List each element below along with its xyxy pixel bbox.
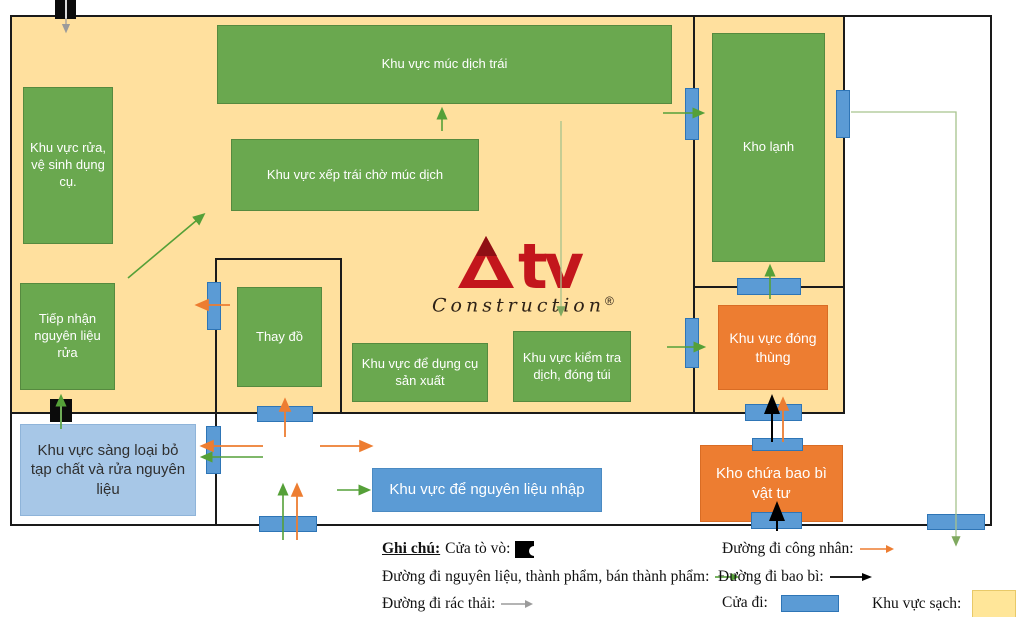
door: [685, 318, 699, 368]
door: [257, 406, 313, 422]
door: [259, 516, 317, 532]
zone-tiep-nhan: Tiếp nhận nguyên liệu rửa: [20, 283, 115, 390]
door: [206, 426, 221, 474]
zone-kiem-tra: Khu vực kiểm tra dịch, đóng túi: [513, 331, 631, 402]
arch-door: [55, 0, 76, 19]
zone-dung-cu: Khu vực để dụng cụ sản xuất: [352, 343, 488, 402]
door: [927, 514, 985, 530]
zone-rua-ve-sinh: Khu vực rửa, vệ sinh dụng cụ.: [23, 87, 113, 244]
zone-label: Kho lạnh: [742, 139, 795, 155]
logo-subtext: Construction: [432, 294, 605, 317]
legend-label: Khu vực sạch:: [872, 595, 962, 612]
zone-label: Khu vực để nguyên liệu nhập: [389, 481, 585, 499]
zone-label: Khu vực sàng loại bỏ tạp chất và rửa ngu…: [30, 441, 186, 498]
legend-label: Đường đi nguyên liệu, thành phẩm, bán th…: [382, 568, 710, 585]
door: [751, 512, 802, 529]
clean-area-swatch: [972, 590, 1017, 617]
arch-door-swatch: [515, 540, 535, 558]
legend-cua-di: Cửa đi:: [722, 594, 839, 612]
wall: [693, 15, 695, 413]
zone-label: Kho chứa bao bì vật tư: [716, 465, 827, 502]
zone-muc-dich-trai: Khu vực múc dịch trái: [217, 25, 672, 104]
zone-label: Khu vực đóng thùng: [729, 330, 817, 365]
legend-label: Đường đi rác thải:: [382, 595, 496, 612]
zone-label: Khu vực múc dịch trái: [381, 56, 508, 72]
worker-arrow-sample: [859, 545, 894, 553]
atv-logo: tv Construction®: [432, 230, 614, 317]
zone-kho-lanh: Kho lạnh: [712, 33, 825, 262]
zone-label: Khu vực kiểm tra dịch, đóng túi: [522, 349, 622, 382]
legend-label: Cửa tò vò:: [445, 540, 511, 557]
zone-label: Khu vực để dụng cụ sản xuất: [361, 355, 479, 388]
logo-brand-row: tv: [432, 230, 602, 304]
wall: [10, 412, 845, 414]
legend-khu-vuc-sach: Khu vực sạch:: [872, 590, 1017, 617]
building-outline: [10, 15, 992, 526]
legend-label: Đường đi công nhân:: [722, 540, 854, 557]
legend-label: Đường đi bao bì:: [718, 568, 824, 585]
legend-packaging-path: Đường đi bao bì:: [718, 568, 873, 586]
legend-material-path: Đường đi nguyên liệu, thành phẩm, bán th…: [382, 568, 740, 586]
zone-label: Khu vực rửa, vệ sinh dụng cụ.: [30, 140, 106, 189]
zone-sang-loai: Khu vực sàng loại bỏ tạp chất và rửa ngu…: [20, 424, 196, 516]
door: [737, 278, 801, 295]
logo-triangle-icon: [457, 236, 514, 288]
zone-label: Tiếp nhận nguyên liệu rửa: [34, 311, 101, 360]
legend-waste-path: Đường đi rác thải:: [382, 595, 534, 613]
zone-dong-thung: Khu vực đóng thùng: [718, 305, 828, 390]
legend-worker-path: Đường đi công nhân:: [722, 540, 895, 558]
material-arrow-sample: [715, 573, 740, 581]
packaging-arrow-sample: [829, 573, 872, 581]
waste-arrow-sample: [501, 600, 534, 608]
wall: [215, 258, 217, 525]
door: [207, 282, 221, 330]
wall: [843, 15, 845, 413]
zone-kho-bao-bi: Kho chứa bao bì vật tư: [700, 445, 843, 522]
zone-nguyen-lieu-nhap: Khu vực để nguyên liệu nhập: [372, 468, 602, 512]
wall: [215, 258, 342, 260]
logo-text: tv: [517, 230, 584, 304]
door: [685, 88, 699, 140]
door: [752, 438, 803, 451]
wall: [340, 258, 342, 414]
zone-label: Khu vực xếp trái chờ múc dịch: [266, 166, 444, 182]
door: [745, 404, 802, 421]
legend-title: Ghi chú:: [382, 540, 441, 557]
logo-registered-mark: ®: [604, 294, 614, 308]
zone-thay-do: Thay đồ: [237, 287, 322, 387]
door: [836, 90, 850, 138]
zone-xep-trai: Khu vực xếp trái chờ múc dịch: [231, 139, 479, 211]
zone-label: Thay đồ: [256, 328, 303, 344]
door-swatch: [780, 594, 839, 612]
legend-cua-to-vo: Ghi chú: Cửa tò vò:: [382, 540, 535, 558]
legend-label: Cửa đi:: [722, 594, 768, 611]
arch-door: [50, 399, 72, 422]
